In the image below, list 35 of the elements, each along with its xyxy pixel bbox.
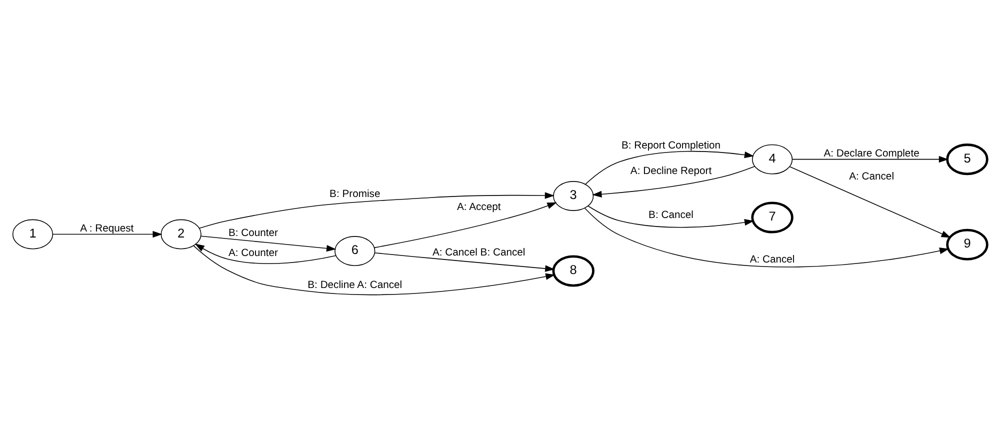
- node-ellipse: 5: [946, 143, 988, 175]
- arrow: [374, 252, 555, 272]
- edge-label: A: Cancel: [849, 171, 894, 182]
- arrow: [585, 150, 754, 184]
- arrow: [792, 155, 948, 162]
- node-ellipse: 8: [552, 254, 594, 286]
- node-ellipse: 7: [751, 201, 794, 233]
- edge-label: A : Request: [80, 222, 134, 234]
- arrow: [194, 243, 336, 264]
- edge-label: A: Cancel: [750, 254, 795, 265]
- node-ellipse: 4: [752, 144, 793, 174]
- edge-label: A: Cancel B: Cancel: [432, 246, 526, 258]
- edge-label: B: Report Completion: [622, 140, 721, 151]
- arrow: [790, 166, 951, 238]
- node-ellipse: 6: [334, 236, 376, 266]
- edge-label: B: Promise: [330, 188, 380, 200]
- node-ellipse: 9: [946, 228, 988, 260]
- arrow: [584, 207, 950, 267]
- edge-label: B: Cancel: [648, 209, 694, 220]
- edge-label: B: Decline A: Cancel: [308, 280, 402, 291]
- edge-label: A: Declare Complete: [824, 148, 920, 159]
- node-ellipse: 3: [553, 180, 594, 210]
- arrow: [200, 235, 336, 252]
- node-ellipse: 1: [12, 218, 54, 249]
- node-ellipse: 2: [160, 218, 202, 249]
- edge-label: B: Counter: [228, 228, 278, 239]
- edge-label: A: Accept: [456, 201, 501, 212]
- arrow: [588, 205, 754, 228]
- arrow: [193, 244, 556, 295]
- arrow: [52, 230, 162, 238]
- arrow: [592, 165, 756, 198]
- arrow: [374, 202, 557, 248]
- edge-label: A: Counter: [228, 248, 278, 259]
- arrow: [198, 192, 554, 228]
- edge-label: A: Decline Report: [630, 165, 712, 176]
